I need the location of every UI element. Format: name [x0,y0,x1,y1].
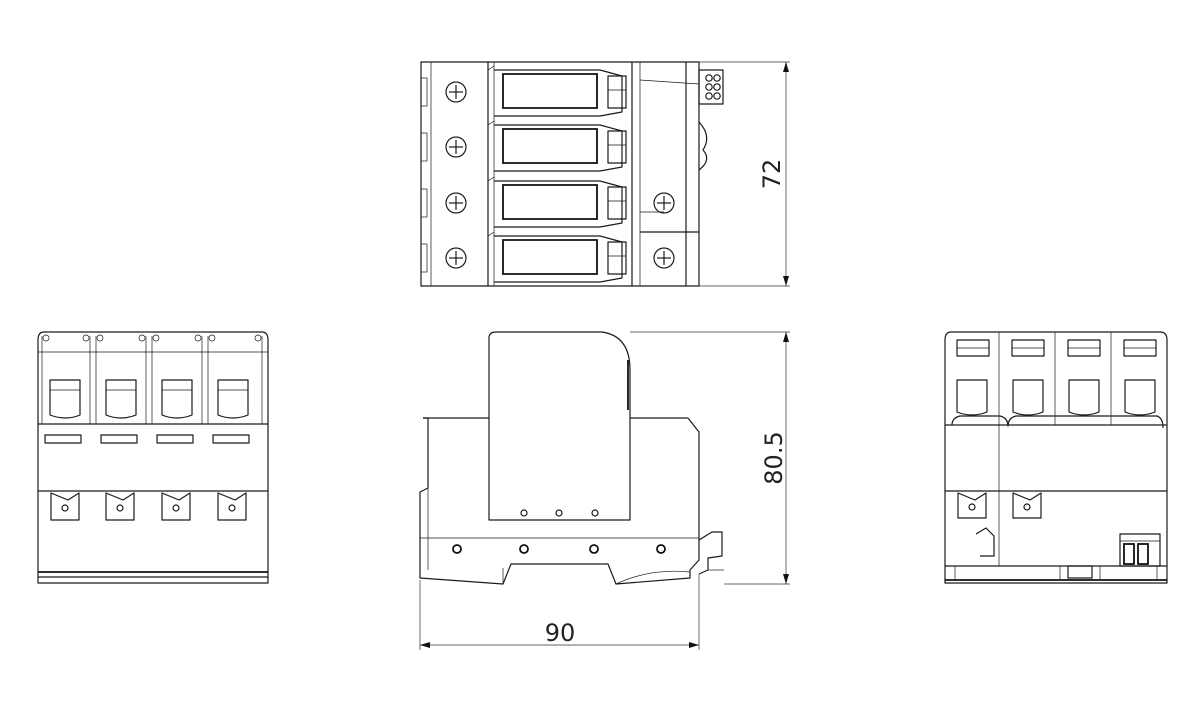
side-connector [698,531,724,575]
dimension-label-80-5: 80.5 [760,431,788,484]
module-2 [494,124,627,172]
rear-view-right [944,331,1168,584]
terminal-screws-right [640,192,675,269]
module-4 [494,235,627,283]
remote-contact-connector [639,69,724,171]
rear-pole-1 [956,339,990,519]
front-view-left [37,331,269,584]
rear-pole-4 [1123,339,1157,416]
side-view: 80.5 90 [419,331,790,650]
module-1 [494,69,627,117]
top-view: 72 [420,61,790,287]
dimension-height-top: 72 [699,61,790,287]
pole-2 [95,334,147,521]
pole-4 [207,334,263,521]
screw-icon [653,247,675,269]
rear-pole-2 [1011,339,1045,519]
module-3 [494,180,627,228]
pole-1 [41,334,91,521]
dimension-height-side: 80.5 [630,331,790,585]
pole-3 [151,334,203,521]
screw-icon [445,81,467,103]
rear-pole-3 [1067,339,1101,416]
dimension-label-72: 72 [758,159,786,190]
screw-icon [445,247,467,269]
dimension-width-side: 90 [419,574,700,650]
indicator-dots [452,509,666,554]
dimension-label-90: 90 [545,619,576,647]
screw-icon [445,192,467,214]
screw-icon [653,192,675,214]
screw-icon [445,136,467,158]
protection-modules [487,65,627,283]
terminal-screws-left [420,77,467,273]
rear-terminal-block [945,527,1167,581]
